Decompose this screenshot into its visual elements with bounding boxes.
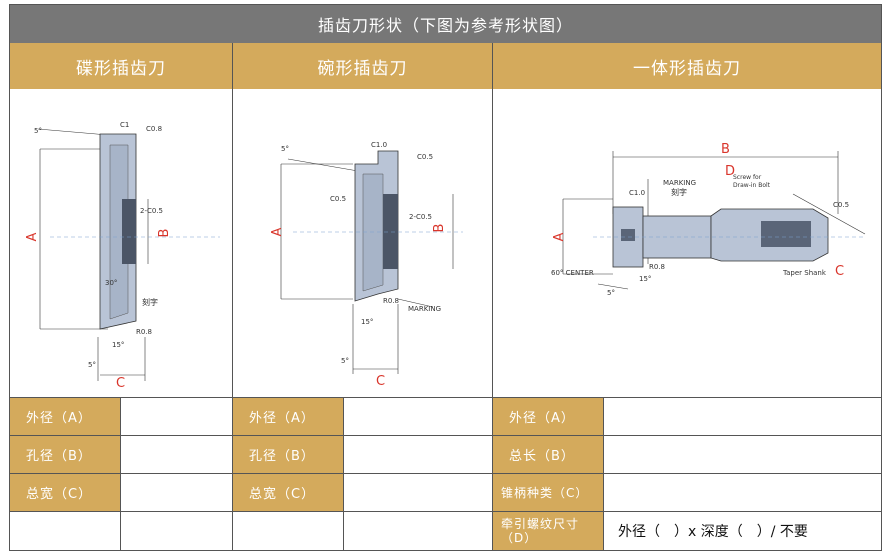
bowl-row-value[interactable]	[344, 512, 492, 550]
shank-row-value[interactable]	[604, 436, 881, 473]
bowl-label-c05c: 2-C0.5	[409, 213, 432, 221]
column-divider	[492, 43, 493, 550]
bowl-label-c: C	[376, 374, 385, 389]
disc-row-value[interactable]	[121, 474, 232, 511]
disc-label-c05: 2-C0.5	[140, 207, 163, 215]
row-divider	[10, 473, 881, 474]
shank-row-value[interactable]	[604, 474, 881, 511]
bowl-label-c05a: C0.5	[417, 153, 433, 161]
shank-label-kezi: 刻字	[671, 187, 687, 197]
bowl-row-label: 外径（A）	[233, 398, 343, 435]
disc-row-label: 外径（A）	[10, 398, 120, 435]
disc-row-label-empty	[10, 512, 120, 550]
disc-label-c: C	[116, 376, 125, 391]
cell-divider	[120, 397, 121, 550]
bowl-label-deg15: 15°	[361, 318, 373, 326]
bowl-label-r08: R0.8	[383, 297, 399, 305]
bowl-cutter-drawing: A B C C1.0 C0.5 C0.5 2-C0.5 5° R0.8 MARK…	[233, 89, 492, 397]
shank-cutter-drawing: A B C D C1.0 MARKING 刻字 Screw for Draw-i…	[493, 89, 881, 397]
shank-row-label: 锥柄种类（C）	[493, 474, 603, 511]
shank-label-c10: C1.0	[629, 189, 645, 197]
cell-divider	[343, 397, 344, 550]
spec-table: 插齿刀形状（下图为参考形状图） 碟形插齿刀 碗形插齿刀 一体形插齿刀 A B C…	[9, 4, 882, 551]
disc-row-label: 总宽（C）	[10, 474, 120, 511]
shank-label-drawin: Draw-in Bolt	[733, 182, 771, 189]
shank-label-deg5: 5°	[607, 289, 615, 297]
disc-label-deg30: 30°	[105, 279, 117, 287]
disc-label-a: A	[25, 232, 40, 241]
bowl-row-value[interactable]	[344, 398, 492, 435]
disc-label-c08: C0.8	[146, 125, 162, 133]
disc-label-b: B	[157, 229, 172, 238]
thread-size-field[interactable]: 外径（ ）x 深度（ ）/ 不要	[604, 512, 881, 550]
bowl-label-deg5: 5°	[281, 145, 289, 153]
bowl-row-label: 孔径（B）	[233, 436, 343, 473]
bowl-label-deg5b: 5°	[341, 357, 349, 365]
column-header-shank: 一体形插齿刀	[493, 43, 881, 89]
bowl-row-value[interactable]	[344, 474, 492, 511]
disc-label-c1: C1	[120, 121, 129, 129]
row-divider	[10, 397, 881, 398]
shank-label-c05: C0.5	[833, 201, 849, 209]
disc-label-deg5b: 5°	[88, 361, 96, 369]
shank-label-taper: Taper Shank	[782, 269, 827, 277]
shank-label-c: C	[835, 264, 844, 279]
bowl-label-a: A	[270, 227, 285, 236]
disc-label-deg15: 15°	[112, 341, 124, 349]
shank-label-marking: MARKING	[663, 179, 696, 187]
shank-label-center: 60° CENTER	[551, 269, 594, 277]
bowl-label-marking: MARKING	[408, 305, 441, 313]
column-divider	[232, 43, 233, 550]
column-header-bowl: 碗形插齿刀	[233, 43, 492, 89]
row-divider	[10, 511, 881, 512]
shank-label-deg15: 15°	[639, 275, 651, 283]
row-divider	[10, 435, 881, 436]
shank-label-a: A	[552, 232, 567, 241]
disc-label-deg5: 5°	[34, 127, 42, 135]
shank-label-b: B	[721, 142, 730, 157]
bowl-label-b: B	[432, 224, 447, 233]
shank-label-screw: Screw for	[733, 174, 762, 181]
shank-label-r08: R0.8	[649, 263, 665, 271]
disc-label-r08: R0.8	[136, 328, 152, 336]
disc-row-value[interactable]	[121, 512, 232, 550]
disc-label-kezi: 刻字	[142, 297, 158, 307]
shank-row-label: 外径（A）	[493, 398, 603, 435]
bowl-label-c05b: C0.5	[330, 195, 346, 203]
disc-cutter-drawing: A B C C1 C0.8 5° 2-C0.5 30° 刻字 R0.8 15° …	[10, 89, 232, 397]
shank-row-value[interactable]	[604, 398, 881, 435]
disc-row-label: 孔径（B）	[10, 436, 120, 473]
shank-label-d: D	[725, 164, 735, 179]
shank-row-label: 牵引螺纹尺寸（D）	[493, 512, 603, 550]
bowl-row-value[interactable]	[344, 436, 492, 473]
column-header-disc: 碟形插齿刀	[10, 43, 232, 89]
disc-row-value[interactable]	[121, 398, 232, 435]
table-title: 插齿刀形状（下图为参考形状图）	[10, 5, 881, 43]
disc-row-value[interactable]	[121, 436, 232, 473]
bowl-label-c10: C1.0	[371, 141, 387, 149]
cell-divider	[603, 397, 604, 550]
bowl-row-label: 总宽（C）	[233, 474, 343, 511]
shank-row-label: 总长（B）	[493, 436, 603, 473]
bowl-row-label-empty	[233, 512, 343, 550]
